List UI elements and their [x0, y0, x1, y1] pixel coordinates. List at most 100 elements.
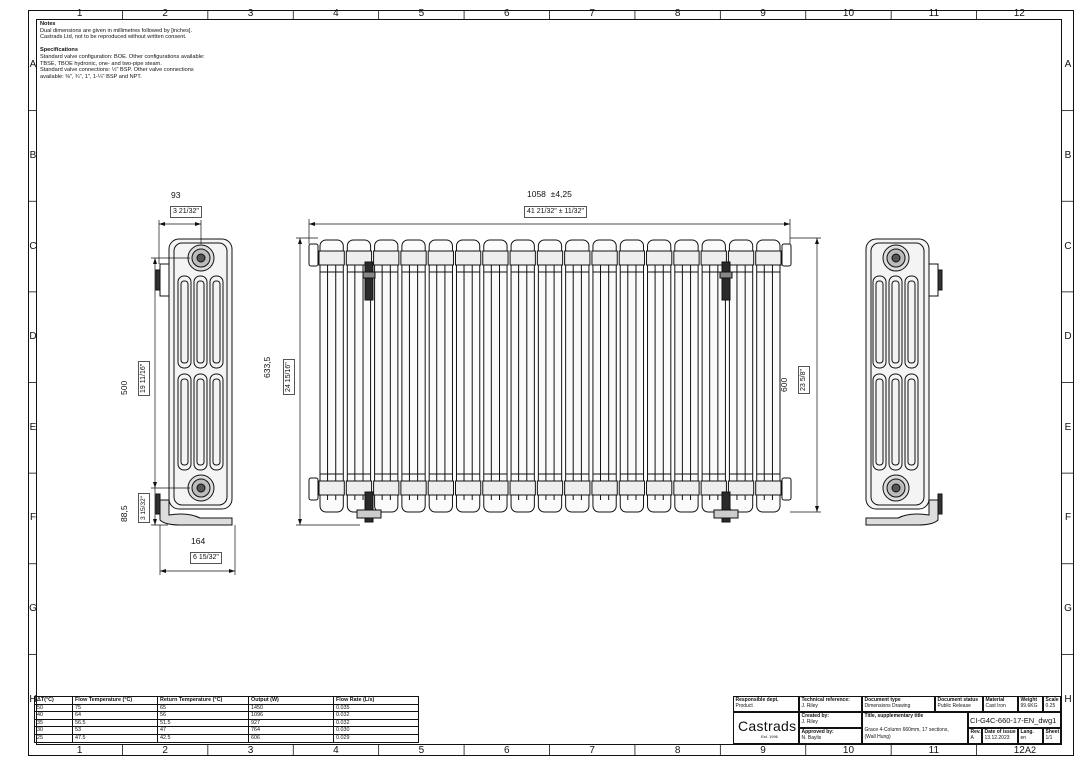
grid-row-label: H [29, 693, 37, 705]
radiator-section [345, 239, 373, 513]
table-cell: 56 [157, 711, 249, 720]
column-header: ΔT(°C) [34, 696, 73, 705]
table-header-row: ΔT(°C) Flow Temperature (°C) Return Temp… [34, 696, 419, 705]
table-cell: 0.029 [333, 733, 419, 743]
section-height-inch-label: 23 5/8" [798, 366, 810, 394]
grid-row-label: C [29, 240, 37, 252]
column-header: Return Temperature (°C) [157, 696, 249, 705]
notes-block: Notes Dual dimensions are given in milli… [40, 21, 280, 80]
front-view [308, 239, 792, 523]
grid-column-label: 4 [333, 8, 339, 19]
left-side-view [155, 238, 233, 526]
spec-line: TBSE, TBOE hydronic, one- and two-pipe s… [40, 60, 162, 67]
spec-line: Standard valve configuration: BOE. Other… [40, 53, 205, 60]
foot-mm-label: 88,5 [119, 505, 129, 522]
table-cell: 51.5 [157, 718, 249, 728]
table-cell: 75 [72, 703, 158, 713]
foot-inch-label: 3 15/32" [138, 493, 150, 523]
grid-row-label: F [29, 512, 37, 524]
column-header: Flow Temperature (°C) [72, 696, 158, 705]
grid-row-label: E [29, 421, 37, 433]
grid-column-label: 1 [76, 745, 83, 756]
table-cell: 47.5 [72, 733, 158, 743]
grid-column-label: 1 [76, 8, 83, 19]
grid-column-label: 2 [162, 745, 168, 756]
grid-column-label: 7 [589, 8, 595, 19]
specifications-heading: Specifications [40, 47, 78, 54]
length-mm-label: 1058 ±4,25 [527, 189, 572, 199]
radiator-section [755, 239, 782, 513]
responsible-dept-cell: Responsible dept.Product [733, 696, 799, 712]
depth-mm-label: 164 [191, 536, 206, 546]
grid-column-label: 11 [928, 8, 940, 19]
grid-column-label: 3 [247, 745, 254, 756]
radiator-section [482, 239, 509, 513]
depth-inch-label: 6 15/32" [190, 552, 222, 564]
table-cell: 927 [248, 718, 334, 728]
title-block: Responsible dept.Product Castrads Est. 1… [733, 696, 1061, 744]
grid-column-label: 8 [674, 8, 681, 19]
column-header: Flow Rate (L/s) [333, 696, 419, 705]
right-side-view [865, 238, 943, 526]
height-inch-label: 24 15/16" [283, 359, 295, 395]
approved-by-cell: Approved by:N. Baylis [799, 728, 862, 744]
centres-mm-label: 500 [119, 380, 129, 395]
table-cell: 0.032 [333, 711, 419, 720]
castrads-logo: Castrads [738, 718, 797, 734]
notes-line: Castrads Ltd, not to be reproduced witho… [40, 34, 187, 41]
dimension-lines [151, 219, 821, 575]
grid-row-label: A [1064, 59, 1072, 71]
table-cell: 1096 [248, 711, 334, 720]
table-cell: 47 [157, 726, 249, 735]
dimension-arrows [153, 222, 819, 573]
grid-column-label: 10 [842, 8, 855, 19]
grid-row-label: G [1064, 603, 1072, 615]
radiator-section [509, 239, 536, 513]
created-by-cell: Created by:J. Riley [799, 712, 862, 728]
radiator-section [673, 239, 700, 513]
spec-line: available: ⅜", ¾", 1", 1-¼" BSP and NPT. [40, 73, 142, 80]
table-cell: 64 [72, 711, 158, 720]
table-cell: 56.5 [72, 718, 158, 728]
grid-row-label: C [1064, 240, 1072, 252]
grid-column-label: 5 [418, 8, 425, 19]
grid-row-label: H [1064, 693, 1072, 705]
grid-column-label: 11 [928, 745, 940, 756]
grid-row-label: E [1064, 421, 1072, 433]
grid-column-label: 4 [333, 745, 339, 756]
notes-heading: Notes [40, 21, 56, 27]
column-header: Output (W) [248, 696, 334, 705]
grid-column-label: 6 [504, 745, 510, 756]
radiator-section [427, 239, 454, 513]
centres-inch-label: 19 11/16" [138, 360, 150, 396]
table-cell: 40 [34, 711, 73, 720]
grid-column-label: 12 [1013, 745, 1025, 756]
grid-row-label: G [29, 603, 37, 615]
radiator-section [400, 239, 427, 513]
table-cell: 25 [34, 733, 73, 743]
radiator-section [454, 239, 482, 513]
table-cell: 42.5 [157, 733, 249, 743]
table-cell: 1450 [248, 703, 334, 713]
table-cell: 764 [248, 726, 334, 735]
table-cell: 0.035 [333, 703, 419, 713]
height-mm-label: 633,5 [262, 356, 272, 378]
grid-row-label: A [29, 59, 37, 71]
radiator-section [618, 239, 646, 513]
table-cell: 0.030 [333, 726, 419, 735]
table-cell: 0.032 [333, 718, 419, 728]
grid-column-label: 9 [760, 8, 766, 19]
grid-column-label: 8 [674, 745, 681, 756]
radiator-section [727, 239, 755, 513]
language-cell: Lang.en [1018, 728, 1043, 744]
